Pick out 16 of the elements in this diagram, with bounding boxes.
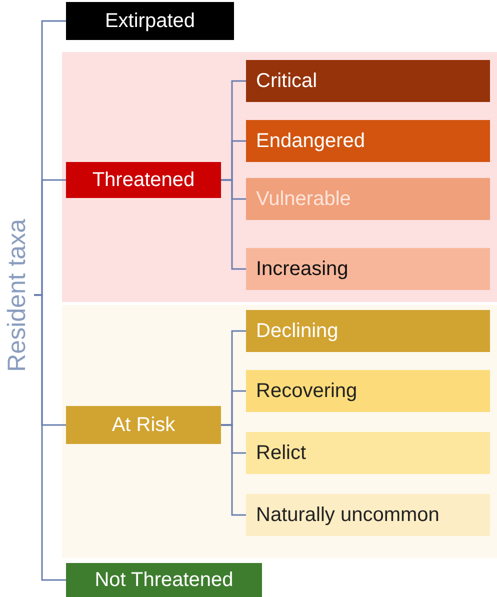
category-box: Threatened (66, 162, 221, 198)
category-box: Recovering (246, 370, 490, 412)
category-box: Relict (246, 432, 490, 474)
connector-line (34, 294, 66, 581)
category-box: Increasing (246, 248, 490, 290)
axis-label: Resident taxa (0, 200, 34, 390)
category-box: At Risk (66, 406, 221, 444)
category-box: Critical (246, 60, 490, 102)
connector-line (221, 424, 246, 516)
connector-line (221, 179, 246, 270)
category-box: Vulnerable (246, 178, 490, 220)
category-box: Not Threatened (66, 563, 262, 597)
category-box: Extirpated (66, 2, 234, 40)
category-box: Endangered (246, 120, 490, 162)
category-box: Naturally uncommon (246, 494, 490, 536)
category-box: Declining (246, 310, 490, 352)
